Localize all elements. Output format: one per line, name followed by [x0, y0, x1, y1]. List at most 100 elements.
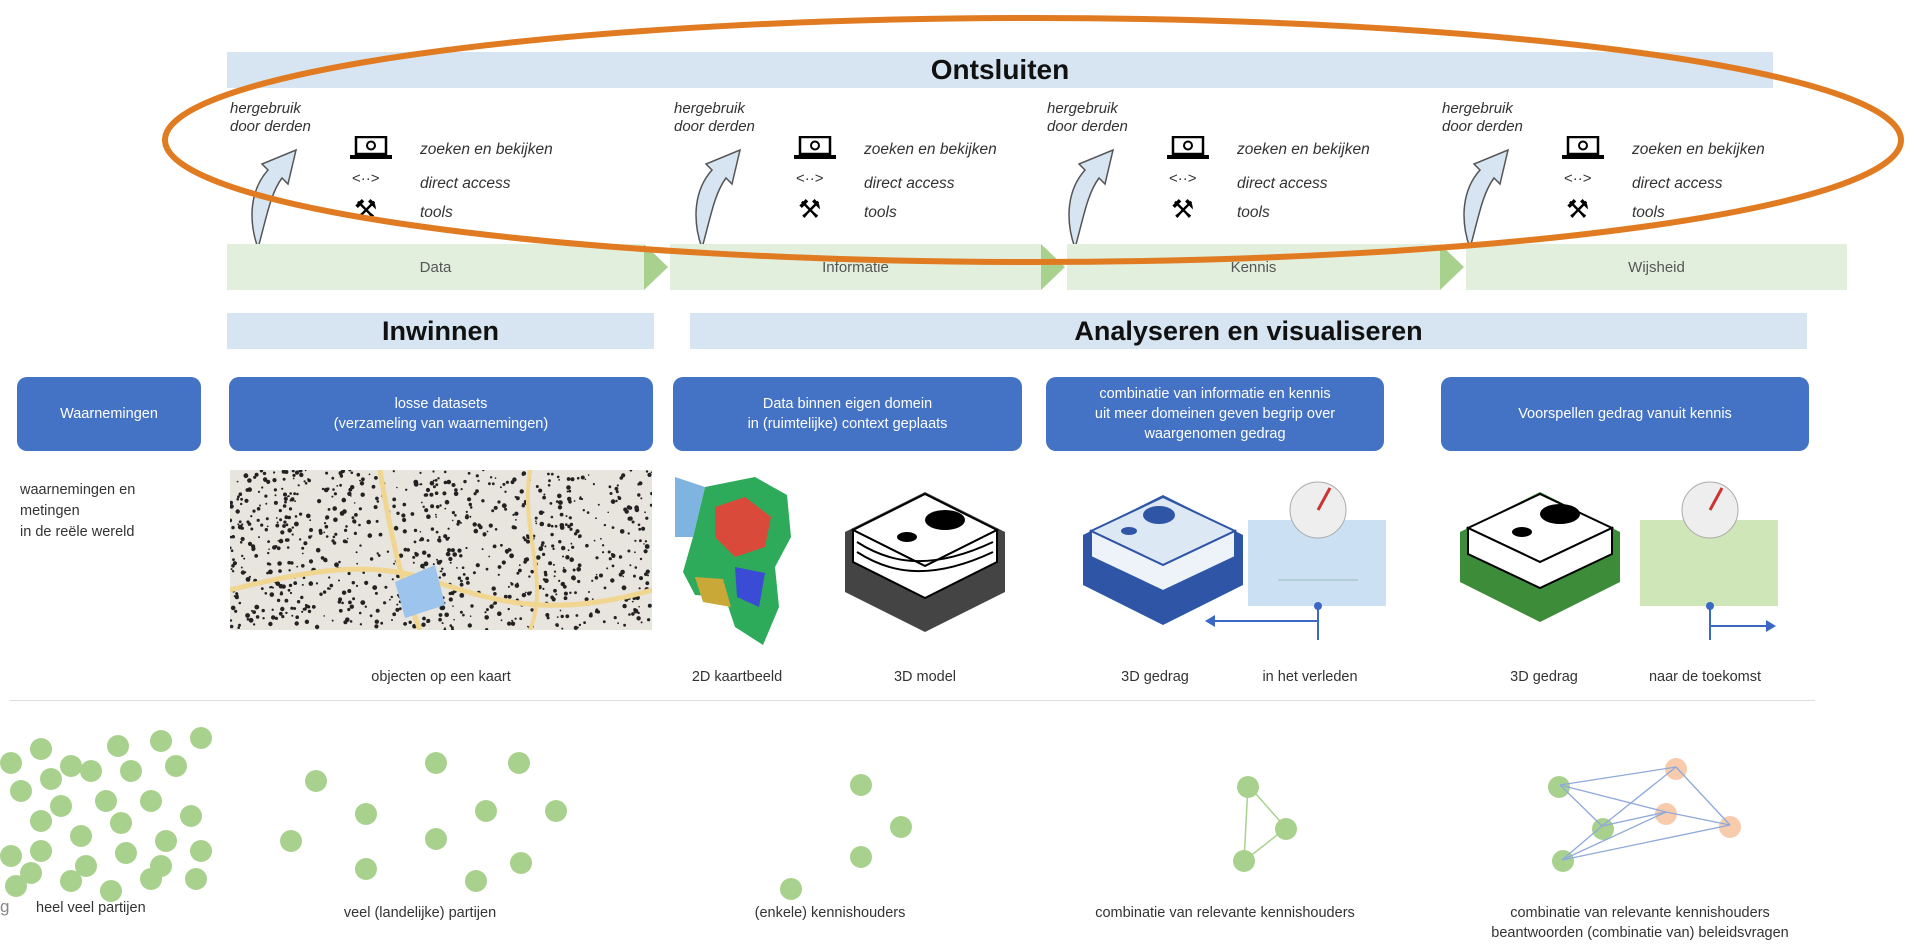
map-object-dot: [241, 523, 244, 526]
map-object-dot: [546, 616, 550, 620]
map-object-dot: [422, 616, 426, 621]
map-object-dot: [332, 541, 337, 545]
stage-wijsheid: Wijsheid: [1466, 244, 1847, 290]
party-dot: [50, 795, 72, 817]
map-object-dot: [290, 561, 294, 565]
map-object-dot: [284, 500, 287, 504]
map-object-dot: [359, 481, 365, 486]
map-object-dot: [478, 525, 483, 530]
map-object-dot: [566, 485, 571, 490]
party-dot: [280, 830, 302, 852]
map-object-dot: [634, 539, 637, 542]
map-object-dot: [243, 473, 249, 479]
laptop-icon: [1562, 136, 1604, 159]
map-object-dot: [423, 561, 429, 567]
map-object-dot: [631, 520, 635, 524]
map-object-dot: [317, 499, 322, 504]
map-object-dot: [426, 539, 430, 542]
map-object-dot: [235, 592, 239, 596]
map-object-dot: [515, 519, 517, 521]
calendar-image-2: [1640, 481, 1778, 640]
map-object-dot: [432, 563, 435, 566]
map-object-dot: [435, 530, 439, 534]
map-object-dot: [545, 593, 549, 597]
map-object-dot: [250, 515, 253, 518]
map-object-dot: [321, 487, 325, 491]
map-object-dot: [603, 523, 607, 527]
map-object-dot: [494, 477, 497, 479]
map-object-dot: [562, 584, 567, 589]
map-object-dot: [578, 535, 581, 539]
map-object-dot: [288, 569, 291, 572]
map-object-dot: [392, 470, 395, 473]
map-object-dot: [578, 623, 582, 627]
party-dot: [1275, 818, 1297, 840]
map-object-dot: [442, 572, 446, 577]
map-object-dot: [439, 559, 443, 563]
map-object-dot: [622, 575, 625, 578]
map-object-dot: [424, 493, 429, 497]
map-object-dot: [570, 477, 575, 482]
map-object-dot: [230, 504, 234, 509]
map-object-dot: [231, 570, 235, 573]
map-object-dot: [507, 585, 510, 588]
map-object-dot: [541, 511, 544, 514]
map-object-dot: [448, 556, 453, 562]
map-object-dot: [289, 499, 292, 502]
map-object-dot: [250, 527, 254, 531]
map-object-dot: [334, 562, 339, 568]
map-object-dot: [541, 541, 545, 545]
map-object-dot: [255, 615, 260, 619]
map-object-dot: [437, 477, 440, 480]
map-object-dot: [268, 621, 273, 627]
map-object-dot: [562, 567, 565, 569]
map-object-dot: [600, 537, 602, 540]
map-object-dot: [303, 480, 306, 483]
map-object-dot: [360, 492, 365, 497]
map-object-dot: [325, 471, 329, 475]
map-object-dot: [230, 535, 233, 539]
map-object-dot: [339, 511, 345, 516]
map-object-dot: [485, 628, 489, 630]
map-object-dot: [275, 517, 278, 519]
map-object-dot: [237, 524, 243, 530]
map-object-dot: [482, 470, 485, 472]
party-dot: [30, 738, 52, 760]
map-object-dot: [631, 612, 635, 616]
map-object-dot: [275, 581, 281, 586]
caption-kaartbeeld: 2D kaartbeeld: [691, 669, 783, 685]
map-object-dot: [274, 616, 278, 620]
party-dot: [190, 840, 212, 862]
map-object-dot: [323, 522, 327, 525]
map-object-dot: [521, 592, 527, 598]
map-object-dot: [639, 557, 643, 561]
direct-access-icon: <··>: [1564, 170, 1592, 187]
map-object-dot: [492, 544, 497, 549]
map-object-dot: [582, 509, 585, 512]
map-object-dot: [389, 598, 391, 601]
map-object-dot: [319, 592, 323, 596]
map-object-dot: [262, 477, 268, 482]
map-object-dot: [634, 551, 636, 554]
map-object-dot: [231, 535, 235, 539]
tools-icon: ⚒: [798, 194, 822, 224]
map-object-dot: [398, 607, 402, 611]
map-object-dot: [472, 571, 476, 575]
map-object-dot: [280, 606, 285, 612]
map-object-dot: [304, 482, 308, 485]
object-map-image: [230, 470, 652, 630]
map-object-dot: [459, 554, 463, 558]
map-object-dot: [347, 589, 352, 593]
map-object-dot: [396, 511, 400, 515]
map-object-dot: [542, 552, 546, 556]
map-object-dot: [535, 522, 538, 525]
map-object-dot: [547, 472, 550, 476]
map-object-dot: [238, 492, 243, 496]
map-object-dot: [265, 502, 268, 505]
map-object-dot: [561, 627, 564, 630]
map-object-dot: [559, 609, 562, 612]
tools-icon: ⚒: [354, 194, 378, 224]
direct-access-icon: <··>: [352, 170, 380, 187]
map-object-dot: [555, 500, 559, 503]
map-object-dot: [607, 550, 611, 554]
